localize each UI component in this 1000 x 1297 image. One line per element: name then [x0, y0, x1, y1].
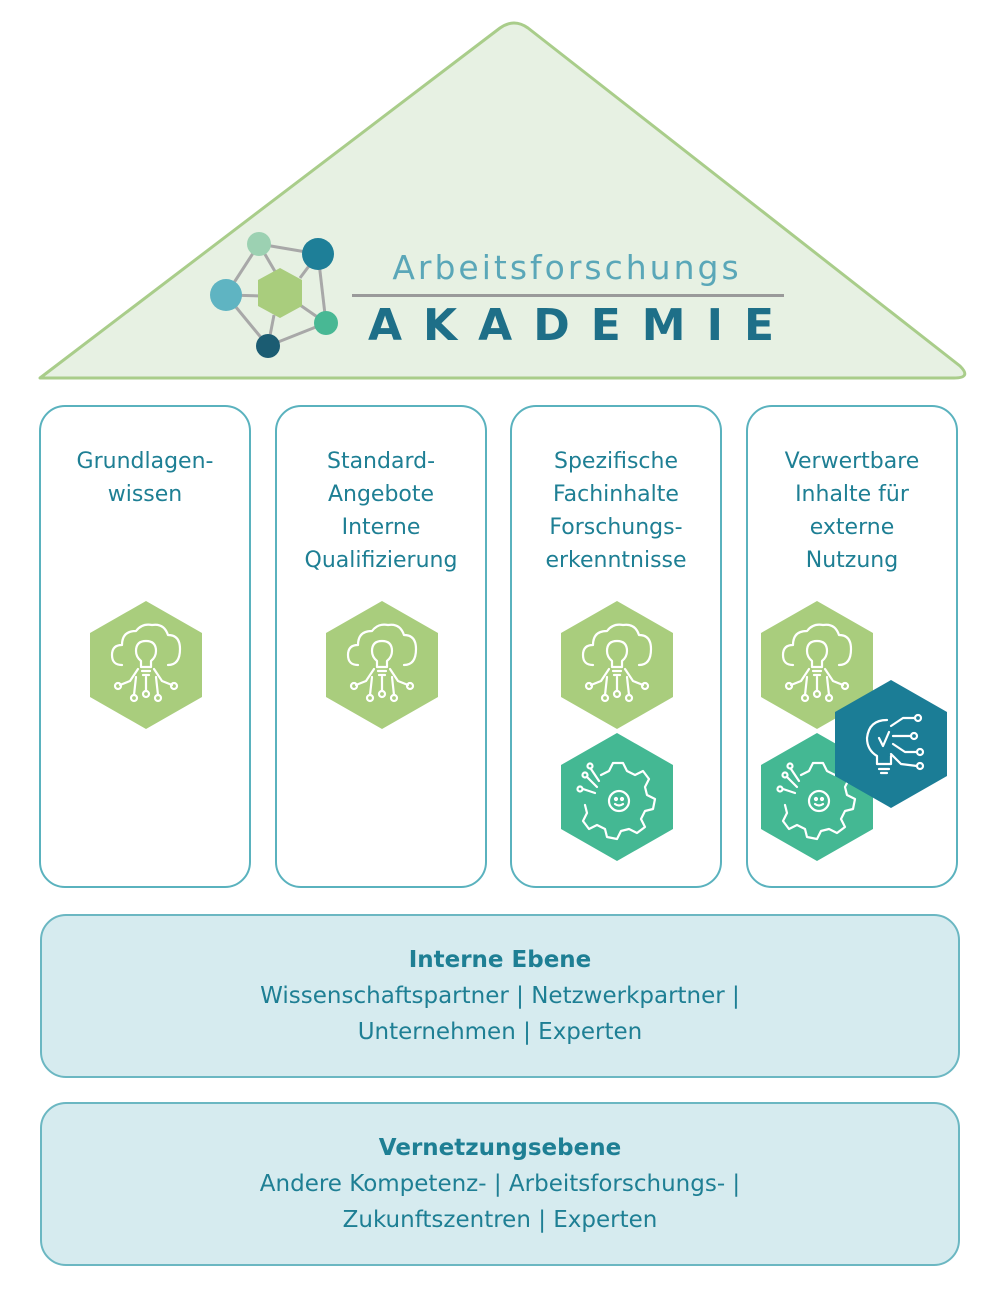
pillar-standard-angebote: Standard- Angebote Interne Qualifizierun…: [275, 405, 487, 888]
network-logo-icon: [210, 232, 338, 358]
band-vernetzungsebene: Vernetzungsebene Andere Kompetenz- | Arb…: [40, 1102, 960, 1266]
pillar-title: Spezifische Fachinhalte Forschungs- erke…: [545, 449, 687, 573]
band-line: Andere Kompetenz- | Arbeitsforschungs- |: [259, 1171, 741, 1197]
band-line: Zukunftszentren | Experten: [342, 1207, 658, 1233]
logo-divider: [352, 294, 784, 297]
band-title: Interne Ebene: [408, 947, 592, 973]
band-title: Vernetzungsebene: [378, 1135, 622, 1161]
bulb-circuit-icon: [835, 680, 947, 808]
pillar-title: Standard- Angebote Interne Qualifizierun…: [304, 449, 458, 573]
cloud-bulb-icon: [90, 601, 202, 729]
logo-line1: Arbeitsforschungs: [392, 248, 742, 287]
cloud-bulb-icon: [561, 601, 673, 729]
band-line: Unternehmen | Experten: [357, 1019, 643, 1045]
gears-person-icon: [561, 733, 673, 861]
cloud-bulb-icon: [326, 601, 438, 729]
pillar-title: Verwertbare Inhalte für externe Nutzung: [784, 449, 920, 573]
band-interne-ebene: Interne Ebene Wissenschaftspartner | Net…: [40, 914, 960, 1078]
logo-line2: AKADEMIE: [368, 300, 795, 351]
band-line: Wissenschaftspartner | Netzwerkpartner |: [260, 983, 740, 1009]
pillar-title: Grundlagen- wissen: [76, 449, 214, 507]
roof-triangle: [38, 21, 967, 380]
